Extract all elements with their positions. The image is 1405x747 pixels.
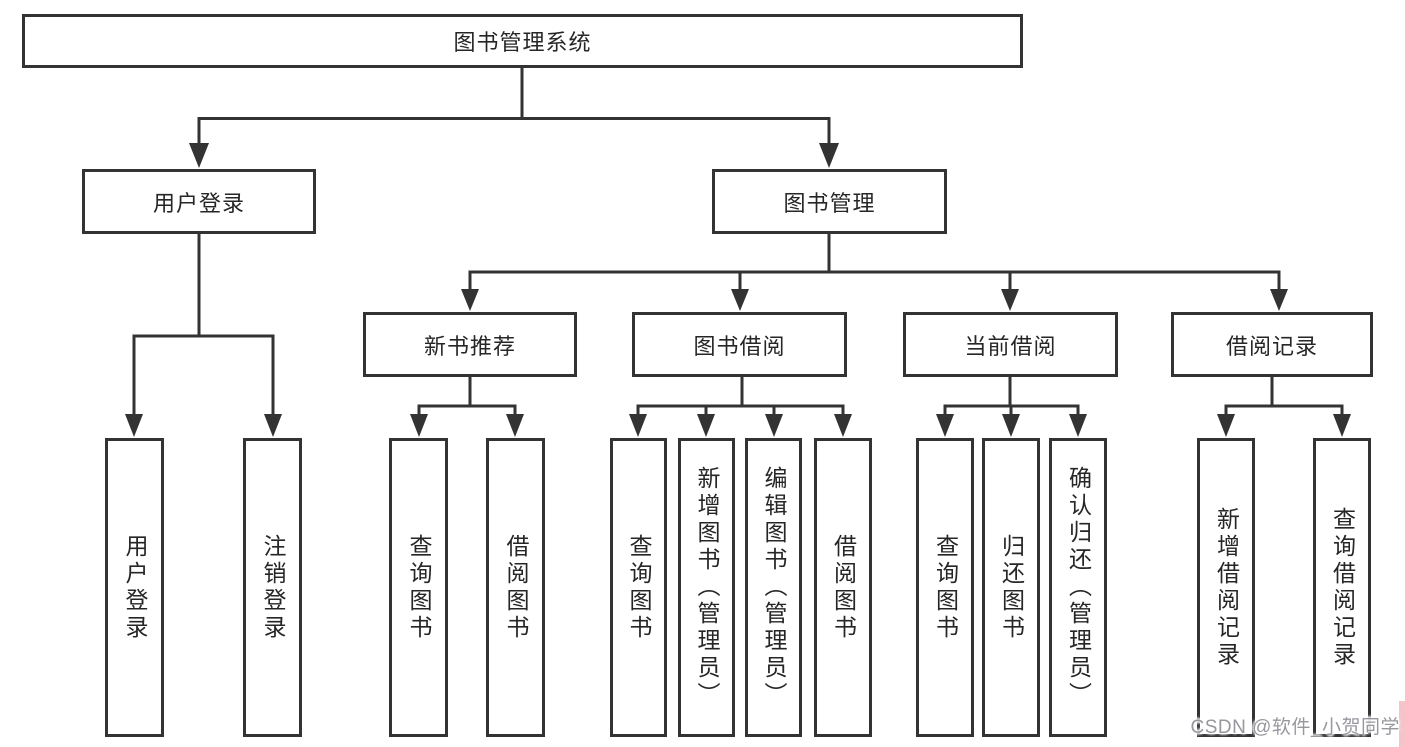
node-label: 注销登录	[260, 533, 286, 642]
node-root: 图书管理系统	[22, 14, 1023, 68]
node-label: 查询图书	[406, 533, 432, 642]
node-current-borrowing: 当前借阅	[903, 312, 1118, 377]
node-label: 确认归还（管理员）	[1065, 466, 1092, 709]
node-borrow-records: 借阅记录	[1171, 312, 1373, 377]
connector-current-borrowing-to-leaves	[936, 377, 1087, 437]
node-label: 用户登录	[122, 533, 148, 642]
node-br-query-record: 查询借阅记录	[1313, 438, 1371, 737]
node-book-borrowing: 图书借阅	[632, 312, 847, 377]
node-label: 图书管理	[783, 190, 876, 216]
node-label: 归还图书	[998, 533, 1025, 642]
node-label: 新增图书（管理员）	[694, 466, 720, 709]
node-bb-add-books-admin: 新增图书（管理员）	[678, 438, 735, 737]
node-user-login: 用户登录	[82, 169, 316, 234]
node-label: 用户登录	[152, 190, 245, 216]
node-user-login-leaf: 用户登录	[105, 438, 164, 737]
node-cb-confirm-return-admin: 确认归还（管理员）	[1049, 438, 1107, 737]
node-bb-edit-books-admin: 编辑图书（管理员）	[745, 438, 802, 737]
node-label: 查询图书	[626, 533, 652, 642]
node-bb-query-books: 查询图书	[610, 438, 667, 737]
connector-borrow-records-to-leaves	[1217, 377, 1351, 437]
node-cb-return-books: 归还图书	[982, 438, 1040, 737]
node-label: 查询借阅记录	[1329, 506, 1356, 669]
node-rec-borrow-books: 借阅图书	[486, 438, 545, 737]
node-logout-leaf: 注销登录	[243, 438, 302, 737]
connector-book-borrowing-to-leaves	[629, 377, 852, 437]
connector-book-management-to-level3	[461, 234, 1288, 311]
node-cb-query-books: 查询图书	[916, 438, 974, 737]
node-bb-borrow-books: 借阅图书	[814, 438, 872, 737]
node-label: 新书推荐	[423, 333, 516, 359]
node-label: 查询图书	[932, 533, 959, 642]
connector-new-book-recommend-to-leaves	[410, 377, 524, 437]
node-label: 图书借阅	[693, 333, 786, 359]
node-label: 借阅记录	[1225, 333, 1318, 359]
node-label: 借阅图书	[830, 533, 857, 642]
node-rec-query-books: 查询图书	[389, 438, 448, 737]
node-new-book-recommend: 新书推荐	[363, 312, 577, 377]
connector-root-to-level2	[189, 68, 839, 168]
node-label: 图书管理系统	[453, 30, 592, 55]
node-label: 编辑图书（管理员）	[761, 466, 787, 709]
node-label: 借阅图书	[503, 533, 529, 642]
node-br-add-record: 新增借阅记录	[1197, 438, 1255, 737]
node-book-management: 图书管理	[712, 169, 947, 234]
csdn-watermark: CSDN @软件_小贺同学	[1190, 717, 1400, 738]
node-label: 新增借阅记录	[1213, 506, 1240, 669]
connector-user-login-to-leaves	[125, 234, 282, 437]
node-label: 当前借阅	[964, 333, 1057, 359]
watermark-accent-strip	[1399, 701, 1405, 747]
